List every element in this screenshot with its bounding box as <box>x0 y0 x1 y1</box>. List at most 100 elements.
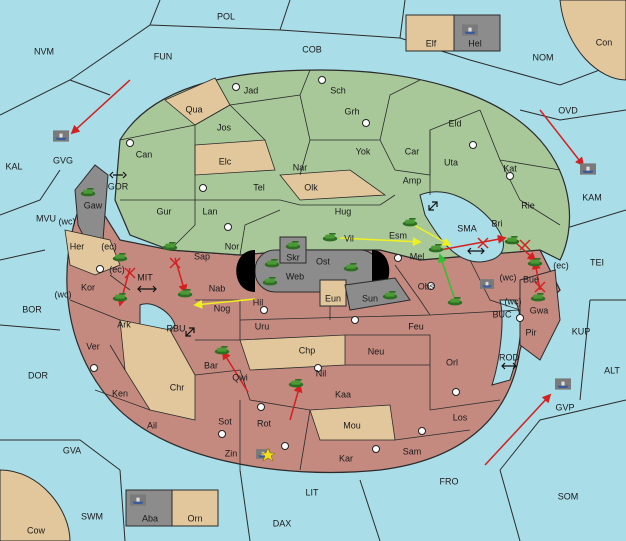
supply-center-icon <box>362 119 370 127</box>
coast-marks: (wc) (ec) (ec) (wc) (wc) (ec) (wc) <box>55 216 569 306</box>
home-orn[interactable] <box>171 489 219 527</box>
order-arrow <box>70 79 131 135</box>
province-label-kat: Kat <box>503 163 517 173</box>
sea-label-mvu: MVU <box>36 213 56 223</box>
province-eun-shape[interactable] <box>319 279 347 307</box>
supply-center-icon <box>96 265 104 273</box>
supply-center-icon <box>232 83 240 91</box>
province-label-feu: Feu <box>408 321 424 331</box>
home-label-elf: Elf <box>426 38 437 48</box>
province-label-eun: Eun <box>325 293 341 303</box>
supply-center-icon <box>372 445 380 453</box>
order-arrow <box>484 393 552 466</box>
land-label-cow: Cow <box>27 525 46 535</box>
province-label-bue: Bue <box>523 274 539 284</box>
edge-land-labels: Con Cow Elf Hel Aba Orn <box>27 37 612 535</box>
land-label-con: Con <box>596 37 613 47</box>
coast-mark: (ec) <box>109 264 125 274</box>
province-label-qwi: Qwi <box>232 372 248 382</box>
province-label-hug: Hug <box>335 206 352 216</box>
province-sun-shape[interactable] <box>344 277 411 311</box>
sea-label-dax: DAX <box>273 518 292 528</box>
province-label-sot: Sot <box>218 416 232 426</box>
north-labels: Jad Sch Qua Jos Grh Can Eld Yok Car Elc … <box>84 85 535 262</box>
neutral-provinces <box>64 77 396 441</box>
failed-orders <box>124 237 546 293</box>
canal-arrow-icon <box>501 362 517 370</box>
order-arrow <box>222 350 249 393</box>
province-label-neu: Neu <box>368 346 385 356</box>
province-borders <box>69 69 561 471</box>
sea-label-fun: FUN <box>154 51 173 61</box>
fleet-unit-icon[interactable] <box>580 163 596 175</box>
sea-label-ovd: OVD <box>558 105 578 115</box>
supply-center-icon <box>394 254 402 262</box>
coast-mark: (wc) <box>500 272 517 282</box>
province-label-zin: Zin <box>225 448 238 458</box>
province-label-yok: Yok <box>356 146 371 156</box>
sea-label-gvg: GVG <box>53 155 73 165</box>
province-chp-shape[interactable] <box>239 334 346 371</box>
province-label-skr: Skr <box>286 252 300 262</box>
canal-arrow-icon <box>428 201 438 211</box>
province-label-rie: Rie <box>521 200 535 210</box>
supply-center-icon <box>257 403 265 411</box>
sea-label-buc: BUC <box>492 309 512 319</box>
home-elf[interactable] <box>405 14 455 52</box>
province-label-her: Her <box>70 241 85 251</box>
province-her-shape[interactable] <box>64 229 121 276</box>
sea-label-tei: TEI <box>590 257 604 267</box>
coast-mark: (wc) <box>55 289 72 299</box>
province-label-sun: Sun <box>362 293 378 303</box>
coast-mark: (wc) <box>59 216 76 226</box>
sea-label-bor: BOR <box>22 304 42 314</box>
province-pir-shape[interactable] <box>519 269 561 361</box>
province-label-bri: Bri <box>492 218 503 228</box>
province-label-nar: Nar <box>293 162 308 172</box>
sea-label-gor: GOR <box>108 181 129 191</box>
province-label-kaa: Kaa <box>335 389 351 399</box>
sea-label-gva: GVA <box>63 445 81 455</box>
province-label-olk: Olk <box>304 182 318 192</box>
province-label-pir: Pir <box>526 327 537 337</box>
fleet-unit-icon[interactable] <box>555 378 571 390</box>
sea-label-nvm: NVM <box>34 46 54 56</box>
star-marker-icon <box>260 447 276 462</box>
fleet-unit-icon[interactable] <box>53 130 69 142</box>
province-label-nor: Nor <box>225 241 240 251</box>
convoy-arrow <box>438 253 456 301</box>
province-elc-shape[interactable] <box>194 139 276 176</box>
canal-arrow-icon <box>467 247 485 255</box>
province-label-nil: Nil <box>316 368 327 378</box>
coast-mark: (ec) <box>101 241 117 251</box>
province-label-mel: Mel <box>410 251 425 261</box>
supply-center-icon <box>418 427 426 435</box>
sea-label-pol: POL <box>217 11 235 21</box>
fleet-unit-icon[interactable] <box>130 494 146 506</box>
province-label-eld: Eld <box>448 118 461 128</box>
supply-center-icon <box>516 314 524 322</box>
province-label-esm: Esm <box>389 230 407 240</box>
province-olk-shape[interactable] <box>279 169 387 201</box>
supply-center-icon <box>281 442 289 450</box>
supply-center-icon <box>224 223 232 231</box>
province-label-grh: Grh <box>344 106 359 116</box>
canal-arrows <box>109 171 517 370</box>
sea-label-mit: MIT <box>137 272 153 282</box>
province-label-kar: Kar <box>339 453 353 463</box>
order-arrow <box>439 234 507 251</box>
fleet-unit-icon[interactable] <box>462 24 478 36</box>
province-label-gwa: Gwa <box>530 305 549 315</box>
canal-arrow-icon <box>137 285 157 293</box>
province-label-nog: Nog <box>214 303 231 313</box>
fleet-unit-icon[interactable] <box>480 279 494 289</box>
province-label-elc: Elc <box>219 156 232 166</box>
sea-label-sma: SMA <box>457 223 477 233</box>
province-label-rot: Rot <box>257 418 272 428</box>
south-labels: Her Kor Ark Ver Ken Chr Ail Nab Nog Hil … <box>70 241 549 463</box>
home-label-aba: Aba <box>142 513 158 523</box>
sea-label-gvp: GVP <box>555 402 574 412</box>
sea-label-alt: ALT <box>604 365 620 375</box>
